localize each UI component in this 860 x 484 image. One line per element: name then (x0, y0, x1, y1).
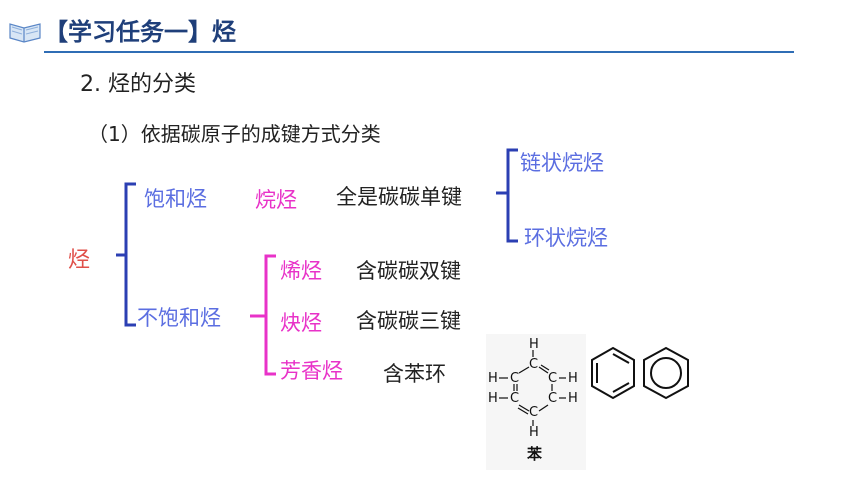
svg-text:H: H (488, 371, 498, 386)
aromatic-label: 芳香烃 (280, 359, 343, 383)
svg-text:C: C (529, 357, 538, 372)
unsaturated-label: 不饱和烃 (137, 306, 221, 330)
svg-text:C: C (510, 391, 519, 406)
aromatic-desc: 含苯环 (383, 362, 446, 386)
svg-text:C: C (548, 391, 557, 406)
svg-text:C: C (529, 405, 538, 420)
header-title: 【学习任务一】烃 (44, 18, 236, 46)
benzene-structural-formula: H C C C C C C H H H H H (488, 337, 578, 440)
alkane-label: 烷烃 (255, 188, 297, 212)
alkyne-desc: 含碳碳三键 (356, 309, 461, 333)
alkyne-label: 炔烃 (280, 311, 322, 335)
cyclic-alkane-label: 环状烷烃 (524, 226, 608, 250)
benzene-kekule-icon (591, 346, 635, 400)
svg-text:H: H (568, 371, 578, 386)
benzene-caption: 苯 (527, 445, 543, 463)
book-icon (9, 23, 41, 43)
root-label: 烃 (68, 248, 91, 273)
benzene-ring-icon (643, 346, 689, 400)
section-title: 2. 烃的分类 (80, 72, 196, 97)
alkane-desc: 全是碳碳单键 (336, 185, 462, 209)
saturated-label: 饱和烃 (144, 187, 207, 211)
svg-text:C: C (510, 371, 519, 386)
benzene-structure-panel (486, 334, 586, 470)
alkene-desc: 含碳碳双键 (356, 259, 461, 283)
unsaturated-bracket (264, 254, 276, 376)
svg-text:H: H (488, 391, 498, 406)
section-subtitle: （1）依据碳原子的成键方式分类 (88, 122, 381, 146)
alkene-label: 烯烃 (280, 259, 322, 283)
alkane-bracket (506, 148, 518, 243)
svg-text:H: H (529, 425, 539, 440)
chain-alkane-label: 链状烷烃 (520, 151, 604, 175)
svg-text:H: H (568, 391, 578, 406)
root-bracket (124, 182, 136, 327)
header-divider (44, 51, 794, 53)
svg-text:C: C (548, 371, 557, 386)
svg-text:H: H (529, 337, 539, 352)
